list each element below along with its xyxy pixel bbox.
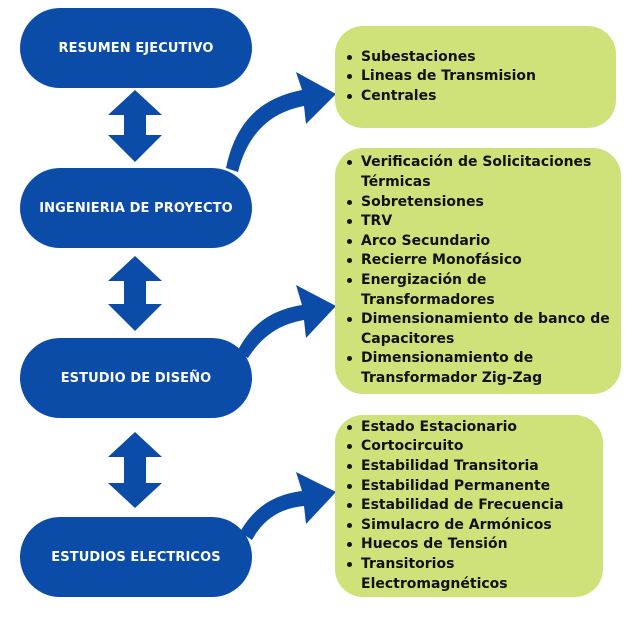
double-arrow-2: [108, 256, 162, 331]
list-item: Centrales: [343, 87, 536, 107]
list-item: Huecos de Tensión: [343, 535, 593, 555]
stage-label: ESTUDIO DE DISEÑO: [60, 370, 212, 386]
stage-resumen-ejecutivo: RESUMEN EJECUTIVO: [20, 8, 252, 88]
detail-box-2: Verificación de Solicitaciones Térmicas …: [335, 148, 621, 394]
list-item: Estabilidad Transitoria: [343, 457, 593, 477]
double-arrow-1: [108, 90, 162, 162]
stage-label: RESUMEN EJECUTIVO: [58, 40, 214, 56]
detail-box-1: Subestaciones Lineas de Transmision Cent…: [335, 26, 616, 128]
list-item: Estabilidad Permanente: [343, 477, 593, 497]
list-item: Estado Estacionario: [343, 418, 593, 438]
stage-ingenieria-de-proyecto: INGENIERIA DE PROYECTO: [20, 168, 252, 248]
stage-label: ESTUDIOS ELECTRICOS: [51, 549, 221, 565]
curved-arrow-2: [237, 285, 336, 358]
detail-list: Estado Estacionario Cortocircuito Estabi…: [343, 418, 593, 594]
detail-list: Verificación de Solicitaciones Térmicas …: [343, 153, 611, 388]
list-item: Subestaciones: [343, 48, 536, 68]
curved-arrow-1: [226, 72, 336, 172]
stage-estudios-electricos: ESTUDIOS ELECTRICOS: [20, 517, 252, 597]
list-item: Energización de Transformadores: [343, 271, 611, 310]
list-item: Cortocircuito: [343, 437, 593, 457]
list-item: Verificación de Solicitaciones Térmicas: [343, 153, 611, 192]
double-arrow-3: [108, 432, 162, 508]
curved-arrow-3: [240, 472, 336, 540]
list-item: Dimensionamiento de banco de Capacitores: [343, 310, 611, 349]
list-item: Arco Secundario: [343, 232, 611, 252]
list-item: Dimensionamiento de Transformador Zig-Za…: [343, 349, 611, 388]
list-item: Simulacro de Armónicos: [343, 516, 593, 536]
list-item: Estabilidad de Frecuencia: [343, 496, 593, 516]
stage-estudio-de-diseno: ESTUDIO DE DISEÑO: [20, 338, 252, 418]
detail-list: Subestaciones Lineas de Transmision Cent…: [343, 48, 536, 107]
stage-label: INGENIERIA DE PROYECTO: [39, 200, 233, 216]
list-item: TRV: [343, 212, 611, 232]
list-item: Sobretensiones: [343, 193, 611, 213]
list-item: Recierre Monofásico: [343, 251, 611, 271]
list-item: Transitorios Electromagnéticos: [343, 555, 593, 594]
detail-box-3: Estado Estacionario Cortocircuito Estabi…: [335, 415, 603, 597]
list-item: Lineas de Transmision: [343, 67, 536, 87]
